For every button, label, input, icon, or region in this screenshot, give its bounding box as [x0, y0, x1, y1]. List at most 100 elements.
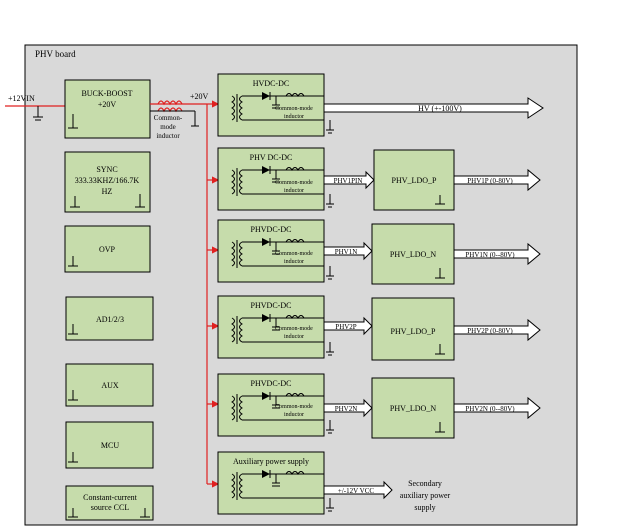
phv1n-link-arrow — [323, 241, 373, 261]
phv1p-link-arrow — [323, 170, 375, 190]
ground-icon — [68, 114, 78, 129]
phv1p-output-label: PHV1P (0-80V) — [467, 177, 513, 185]
ground-icon — [68, 256, 78, 267]
converter-title: HVDC-DC — [253, 79, 289, 88]
hv-output-label: HV (+-100V) — [418, 104, 462, 113]
rail-label: +20V — [190, 92, 209, 101]
inductor-icon — [285, 471, 305, 475]
ldo-label: PHV_LDO_N — [390, 404, 436, 413]
transformer-coil-icon — [231, 241, 235, 267]
converter-title: PHV DC-DC — [250, 153, 293, 162]
hv-output-arrow — [323, 97, 544, 119]
inductor-icon — [285, 93, 305, 97]
common-mode-inductor-icon — [157, 100, 183, 106]
ground-icon — [68, 508, 78, 518]
converter-block-phv1n: PHVDC-DC Common-mode inductor — [217, 219, 325, 283]
converter-inductor-label: Common-mode — [275, 251, 313, 257]
transformer-coil-icon — [239, 317, 243, 343]
ccl-block — [65, 485, 154, 521]
diode-icon — [262, 470, 270, 478]
ground-icon — [68, 324, 78, 335]
converter-block-phv2n: PHVDC-DC Common-mode inductor — [217, 373, 325, 437]
inductor-icon — [285, 393, 305, 397]
transformer-coil-icon — [239, 95, 243, 121]
converter-block-phv2p: PHVDC-DC Common-mode inductor — [217, 295, 325, 359]
converter-inductor-label: inductor — [284, 412, 304, 418]
converter-block-hvdc: HVDC-DC Common-mode inductor — [217, 73, 325, 137]
ccl-label-1: Constant-current — [83, 493, 138, 502]
ad-block — [65, 296, 154, 341]
aux-label: AUX — [101, 381, 119, 390]
ovp-label: OVP — [99, 245, 116, 254]
phv1p-link-label: PHV1PIN — [334, 177, 363, 185]
secondary-label-2: auxiliary power — [400, 491, 451, 500]
input-label: +12VIN — [8, 94, 35, 103]
ground-icon — [435, 195, 445, 205]
phv2p-link-label: PHV2P — [335, 323, 357, 331]
converter-inductor-label: inductor — [284, 259, 304, 265]
mcu-label: MCU — [101, 441, 119, 450]
transformer-coil-icon — [231, 317, 235, 343]
board-title: PHV board — [35, 49, 76, 59]
sync-label: SYNC — [96, 165, 117, 174]
secondary-label-1: Secondary — [408, 479, 442, 488]
phv2p-link-arrow — [323, 316, 373, 336]
sync-frequency: 333.33KHZ/166.7K — [75, 176, 140, 185]
transformer-coil-icon — [231, 473, 235, 499]
diode-icon — [262, 92, 270, 100]
transformer-coil-icon — [231, 95, 235, 121]
inductor-icon — [285, 167, 305, 171]
ovp-block — [64, 225, 151, 273]
ad-label: AD1/2/3 — [96, 315, 124, 324]
ground-icon — [68, 452, 78, 463]
ldo-label: PHV_LDO_P — [392, 176, 437, 185]
ldo-label: PHV_LDO_N — [390, 250, 436, 259]
diode-icon — [262, 314, 270, 322]
ground-icon — [68, 390, 78, 401]
ldo-block-phv1p — [373, 149, 455, 211]
phv2n-output-arrow — [453, 396, 541, 420]
phv2n-link-label: PHV2N — [335, 405, 358, 413]
ccl-label-2: source CCL — [91, 503, 130, 512]
transformer-coil-icon — [239, 473, 243, 499]
diode-icon — [262, 238, 270, 246]
converter-inductor-label: inductor — [284, 188, 304, 194]
converter-inductor-label: Common-mode — [275, 326, 313, 332]
ground-icon — [435, 268, 445, 279]
converter-inductor-label: Common-mode — [275, 404, 313, 410]
ground-icon — [33, 106, 43, 121]
ground-icon — [140, 508, 150, 518]
converter-inductor-label: inductor — [284, 114, 304, 120]
phv2p-output-arrow — [453, 318, 541, 342]
inductor-icon — [285, 315, 305, 319]
phv1n-output-label: PHV1N (0--80V) — [465, 251, 515, 259]
buck-boost-label: BUCK-BOOST — [81, 89, 132, 98]
phv2p-output-label: PHV2P (0-80V) — [467, 327, 513, 335]
ground-icon — [135, 194, 145, 208]
converter-block-auxiliary: Auxiliary power supply — [217, 451, 325, 515]
buck-boost-block — [64, 79, 151, 139]
ground-icon — [435, 344, 445, 355]
converter-inductor-label: Common-mode — [275, 180, 313, 186]
transformer-coil-icon — [239, 169, 243, 195]
converter-inductor-label: Common-mode — [275, 106, 313, 112]
sync-block — [64, 151, 151, 213]
phv1p-output-arrow — [453, 168, 541, 192]
inductor-label-1: Common- — [154, 114, 183, 122]
inductor-label-2: mode — [160, 123, 176, 131]
diode-icon — [262, 392, 270, 400]
converter-title: PHVDC-DC — [251, 225, 292, 234]
converter-inductor-label: inductor — [284, 334, 304, 340]
transformer-coil-icon — [231, 395, 235, 421]
converter-title: PHVDC-DC — [251, 379, 292, 388]
sync-unit: HZ — [102, 187, 113, 196]
phv2n-link-arrow — [323, 398, 373, 418]
transformer-coil-icon — [231, 169, 235, 195]
inductor-icon — [285, 239, 305, 243]
buck-boost-voltage: +20V — [98, 100, 117, 109]
converter-title: PHVDC-DC — [251, 301, 292, 310]
converter-block-phv1p: PHV DC-DC Common-mode inductor — [217, 147, 325, 211]
mcu-block — [65, 421, 154, 469]
converter-title: Auxiliary power supply — [233, 457, 309, 466]
